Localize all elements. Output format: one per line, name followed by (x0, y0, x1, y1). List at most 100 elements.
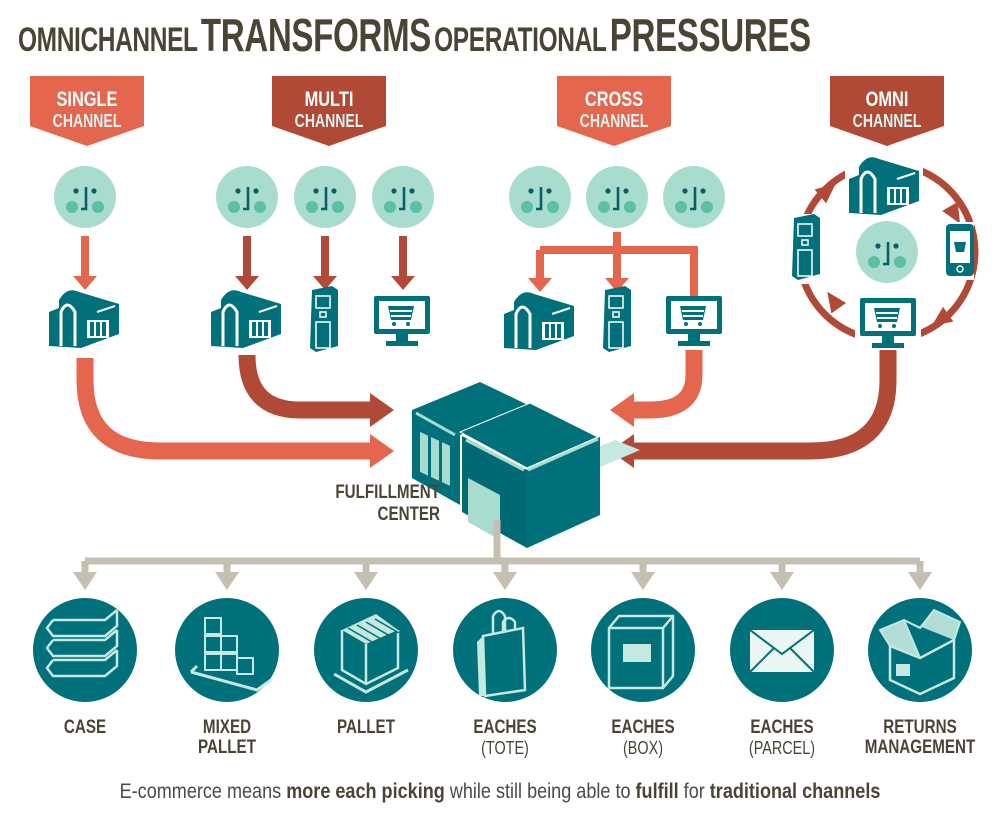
single-channel-flow (76, 358, 372, 460)
title-part-transforms: TRANSFORMS (200, 9, 431, 61)
multi-channel-flow (238, 354, 372, 419)
footer-bold-1: more each picking (286, 780, 445, 803)
fulfillment-center-line2: CENTER (377, 504, 441, 525)
footer-text-2: while still being able to (444, 780, 636, 803)
flow-arrows (73, 160, 979, 468)
banner-shape (30, 76, 144, 146)
kiosk-icon (309, 285, 339, 353)
output-label-main: CASE (63, 717, 107, 738)
output-label-main2: PALLET (198, 737, 256, 758)
output-label-sub: (PARCEL) (748, 738, 816, 758)
footer-text-1: E-commerce means (119, 780, 287, 803)
tote-bag-icon (453, 598, 557, 702)
banner-line2: CHANNEL (852, 111, 922, 131)
channel-icons (47, 155, 975, 353)
output-label-main2: MANAGEMENT (864, 737, 976, 758)
box-icon (591, 598, 695, 702)
title-part-operational: OPERATIONAL (434, 21, 607, 59)
open-box-icon (868, 598, 972, 702)
mobile-phone-icon (945, 223, 975, 277)
cycle-arrow-head (814, 183, 836, 204)
pallet-icon (314, 598, 418, 702)
channel-banner-single: SINGLE CHANNEL (30, 76, 144, 152)
cross-connector (540, 232, 698, 300)
banner-line2: CHANNEL (52, 111, 122, 131)
arrow-head (528, 278, 552, 292)
title-part-pressures: PRESSURES (609, 9, 811, 61)
kiosk-icon (602, 285, 632, 353)
tree-arrow-head (770, 572, 794, 590)
envelope-icon (730, 598, 834, 702)
output-label-main: EACHES (611, 717, 675, 738)
channel-banner-omni: OMNI CHANNEL (830, 76, 944, 152)
mixed-pallet-icon (175, 598, 279, 702)
arrow-head (73, 276, 97, 290)
cycle-arrow-head (827, 291, 847, 314)
footer-bold-2: fulfill (635, 780, 679, 803)
tree-arrow-head (493, 572, 517, 590)
output-label-main: EACHES (750, 717, 814, 738)
output-label-sub: (TOTE) (481, 738, 529, 758)
fulfillment-center-label: FULFILLMENT CENTER (304, 482, 440, 526)
kiosk-icon (791, 213, 821, 281)
banner-line2: CHANNEL (294, 111, 364, 131)
online-shop-icon (374, 296, 430, 346)
output-label-main: PALLET (337, 717, 395, 738)
case-stack-icon (33, 598, 137, 702)
distribution-connector (73, 520, 932, 590)
output-label-main: EACHES (473, 717, 537, 738)
arrow-head (235, 276, 259, 290)
banner-shape (830, 76, 944, 146)
banner-line1: MULTI (304, 88, 354, 111)
output-label-sub: (BOX) (622, 738, 663, 758)
output-icons (33, 598, 972, 702)
output-label-5: EACHES(PARCEL) (726, 717, 838, 759)
cycle-arrow-head (931, 306, 954, 326)
tree-arrow-head (73, 572, 97, 590)
arrow-head (313, 276, 337, 290)
page-title: OMNICHANNEL TRANSFORMS OPERATIONAL PRESS… (18, 8, 811, 62)
channel-banner-multi: MULTI CHANNEL (272, 76, 386, 152)
output-label-2: PALLET (310, 718, 422, 738)
customer-face-icon (661, 164, 727, 230)
output-label-0: CASE (29, 718, 141, 738)
customer-face-icon (370, 164, 436, 230)
customer-face-icon (292, 164, 358, 230)
tree-arrow-head (215, 572, 239, 590)
arrow-head (605, 278, 629, 292)
store-icon (502, 290, 576, 352)
arrow-head (370, 434, 394, 468)
fulfillment-center-building-icon (412, 382, 640, 548)
online-shop-icon (666, 296, 722, 346)
arrow-head (610, 393, 634, 427)
banner-shape (272, 76, 386, 146)
customer-face-icon (507, 164, 573, 230)
footer-text-3: for (678, 780, 710, 803)
banner-line2: CHANNEL (579, 111, 649, 131)
channel-banner-cross: CROSS CHANNEL (557, 76, 671, 152)
banner-shape (557, 76, 671, 146)
tree-arrow-head (631, 572, 655, 590)
customer-face-icon (854, 219, 920, 285)
tree-arrow-head (354, 572, 378, 590)
customer-face-icon (584, 164, 650, 230)
output-label-3: EACHES(TOTE) (449, 717, 561, 759)
footer-caption: E-commerce means more each picking while… (70, 780, 930, 804)
cross-channel-flow (632, 350, 703, 419)
output-label-main: RETURNS (883, 717, 957, 738)
banner-line1: SINGLE (56, 88, 118, 111)
output-label-4: EACHES(BOX) (587, 717, 699, 759)
omni-channel-flow (632, 350, 897, 460)
banner-line1: OMNI (865, 88, 909, 111)
customer-face-icon (52, 164, 118, 230)
store-icon (47, 288, 121, 350)
store-icon (209, 288, 283, 350)
customer-face-icon (214, 164, 280, 230)
tree-arrow-head (908, 572, 932, 590)
banner-line1: CROSS (584, 88, 644, 111)
footer-bold-3: traditional channels (709, 780, 881, 803)
fulfillment-center-line1: FULFILLMENT (335, 482, 440, 503)
